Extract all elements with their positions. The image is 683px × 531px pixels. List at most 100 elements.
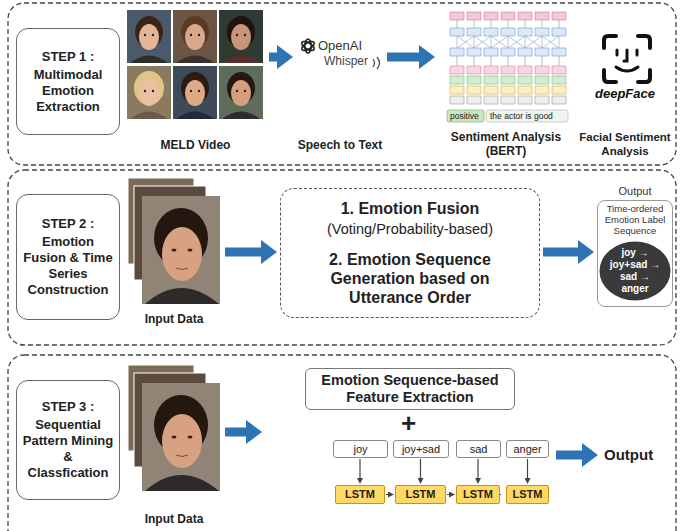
flow-arrow <box>387 53 419 62</box>
input-data-photos <box>162 227 202 281</box>
output-label: Output <box>604 446 653 464</box>
video-thumbnails <box>222 112 260 120</box>
bert-diagram <box>450 12 566 20</box>
sequence-ellipse-text: joy → joy+sad → sad → anger <box>606 247 664 295</box>
video-thumbnails <box>127 66 171 119</box>
step-box-text: Sequential Pattern Mining & Classficatio… <box>22 417 114 481</box>
video-thumbnails <box>236 34 238 36</box>
step-box-text: STEP 1 : <box>42 49 95 65</box>
video-thumbnails <box>127 10 263 119</box>
step-box-text: Multimodal Emotion Extraction <box>22 67 114 115</box>
flow-arrow <box>225 248 261 257</box>
input-data-photos <box>142 383 220 491</box>
lstm-cell: LSTM <box>456 485 500 504</box>
image-panel: Input Data <box>126 180 222 326</box>
deepface-logo <box>604 36 650 82</box>
bert-diagram <box>457 20 559 28</box>
input-data-photos <box>188 436 193 439</box>
sound-icon <box>373 57 380 69</box>
emotion-token: anger <box>506 440 549 458</box>
image-panel-text: Facial Sentiment Analysis <box>576 130 674 158</box>
video-thumbnails <box>231 80 251 106</box>
video-thumbnails <box>176 112 214 120</box>
sound-icon <box>377 57 380 69</box>
emotion-token: joy+sad <box>393 440 449 458</box>
whisper-logo <box>300 40 315 53</box>
step-box: STEP 1 : Multimodal Emotion Extraction <box>16 28 120 135</box>
bert-diagram <box>450 66 566 74</box>
step-panel <box>8 355 676 531</box>
bert-token-label: positive <box>450 111 479 121</box>
bert-diagram <box>450 96 566 104</box>
image-panel-text: deepFace <box>595 86 655 101</box>
video-thumbnails <box>219 66 263 119</box>
image-panel-text: Sentiment Analysis (BERT) <box>438 130 574 158</box>
whisper-logo <box>300 40 315 53</box>
video-thumbnails <box>127 66 171 119</box>
bert-token-label: the actor is good <box>490 111 553 121</box>
video-thumbnails <box>127 10 171 63</box>
video-thumbnails <box>176 56 214 64</box>
step-box: STEP 2 : Emotion Fusion & Time Series Con… <box>16 194 120 320</box>
emotion-token: sad <box>456 440 501 458</box>
output-box-text: Time-ordered Emotion Label Sequence <box>600 203 670 236</box>
video-thumbnails <box>139 24 159 50</box>
video-thumbnails <box>185 80 205 106</box>
sound-icon <box>373 59 375 67</box>
lstm-cell: LSTM <box>506 485 549 504</box>
emotion-token-text: joy+sad <box>402 441 440 457</box>
feature-box-text: Emotion Sequence-based Feature Extractio… <box>312 372 508 406</box>
video-thumbnails <box>198 90 200 92</box>
video-thumbnails <box>127 10 171 63</box>
video-thumbnails <box>152 34 154 36</box>
emotion-token-text: anger <box>513 441 541 457</box>
step-panel <box>8 3 676 165</box>
input-data-photos <box>128 365 220 491</box>
bert-diagram <box>457 36 559 48</box>
step-panel <box>8 170 676 345</box>
lstm-cell-text: LSTM <box>513 486 543 503</box>
flow-arrow <box>556 443 598 467</box>
lstm-cell-text: LSTM <box>463 486 493 503</box>
emotion-token-text: sad <box>470 441 488 457</box>
image-panel: deepFaceFacial Sentiment Analysis <box>576 30 674 158</box>
video-thumbnails <box>219 66 263 119</box>
connector-layer <box>225 57 578 495</box>
video-thumbnails <box>144 34 146 36</box>
whisper-logo <box>300 39 315 53</box>
step-box-text: STEP 3 : <box>42 399 95 415</box>
video-thumbnails <box>244 90 246 92</box>
image-panel-text: Speech to Text <box>298 138 382 152</box>
connector-arrow <box>359 459 360 478</box>
lstm-cell: LSTM <box>395 485 446 504</box>
input-data-photos <box>145 475 219 491</box>
video-thumbnails <box>130 112 168 120</box>
bert-diagram <box>447 110 484 122</box>
output-box: OutputTime-ordered Emotion Label Sequenc… <box>597 200 673 307</box>
lstm-cell-text: LSTM <box>345 486 375 503</box>
image-panel-text: MELD Video <box>161 138 231 152</box>
video-thumbnails <box>222 56 260 64</box>
bert-diagram <box>457 56 559 66</box>
video-thumbnails <box>173 10 217 63</box>
step-box-text: Emotion Fusion & Time Series Constructio… <box>22 234 114 298</box>
lstm-cell: LSTM <box>335 485 385 504</box>
image-panel: OpenAIWhisperSpeech to Text <box>296 38 384 152</box>
process-box: 1. Emotion Fusion(Voting/Probability-bas… <box>280 188 540 318</box>
flow-arrow <box>543 248 578 257</box>
step-box-text: STEP 2 : <box>42 216 95 232</box>
video-thumbnails <box>190 90 192 92</box>
bert-diagram <box>450 48 566 56</box>
video-thumbnails <box>190 34 192 36</box>
input-data-photos <box>162 414 202 468</box>
deepface-logo <box>616 50 638 71</box>
video-thumbnails <box>139 80 159 106</box>
flow-arrow <box>225 420 262 444</box>
connector-arrow <box>420 459 421 478</box>
ellipse-shape <box>600 242 671 301</box>
connector-arrow <box>527 459 528 478</box>
input-data-photos <box>188 249 193 252</box>
image-panel: Input Data <box>126 365 222 526</box>
